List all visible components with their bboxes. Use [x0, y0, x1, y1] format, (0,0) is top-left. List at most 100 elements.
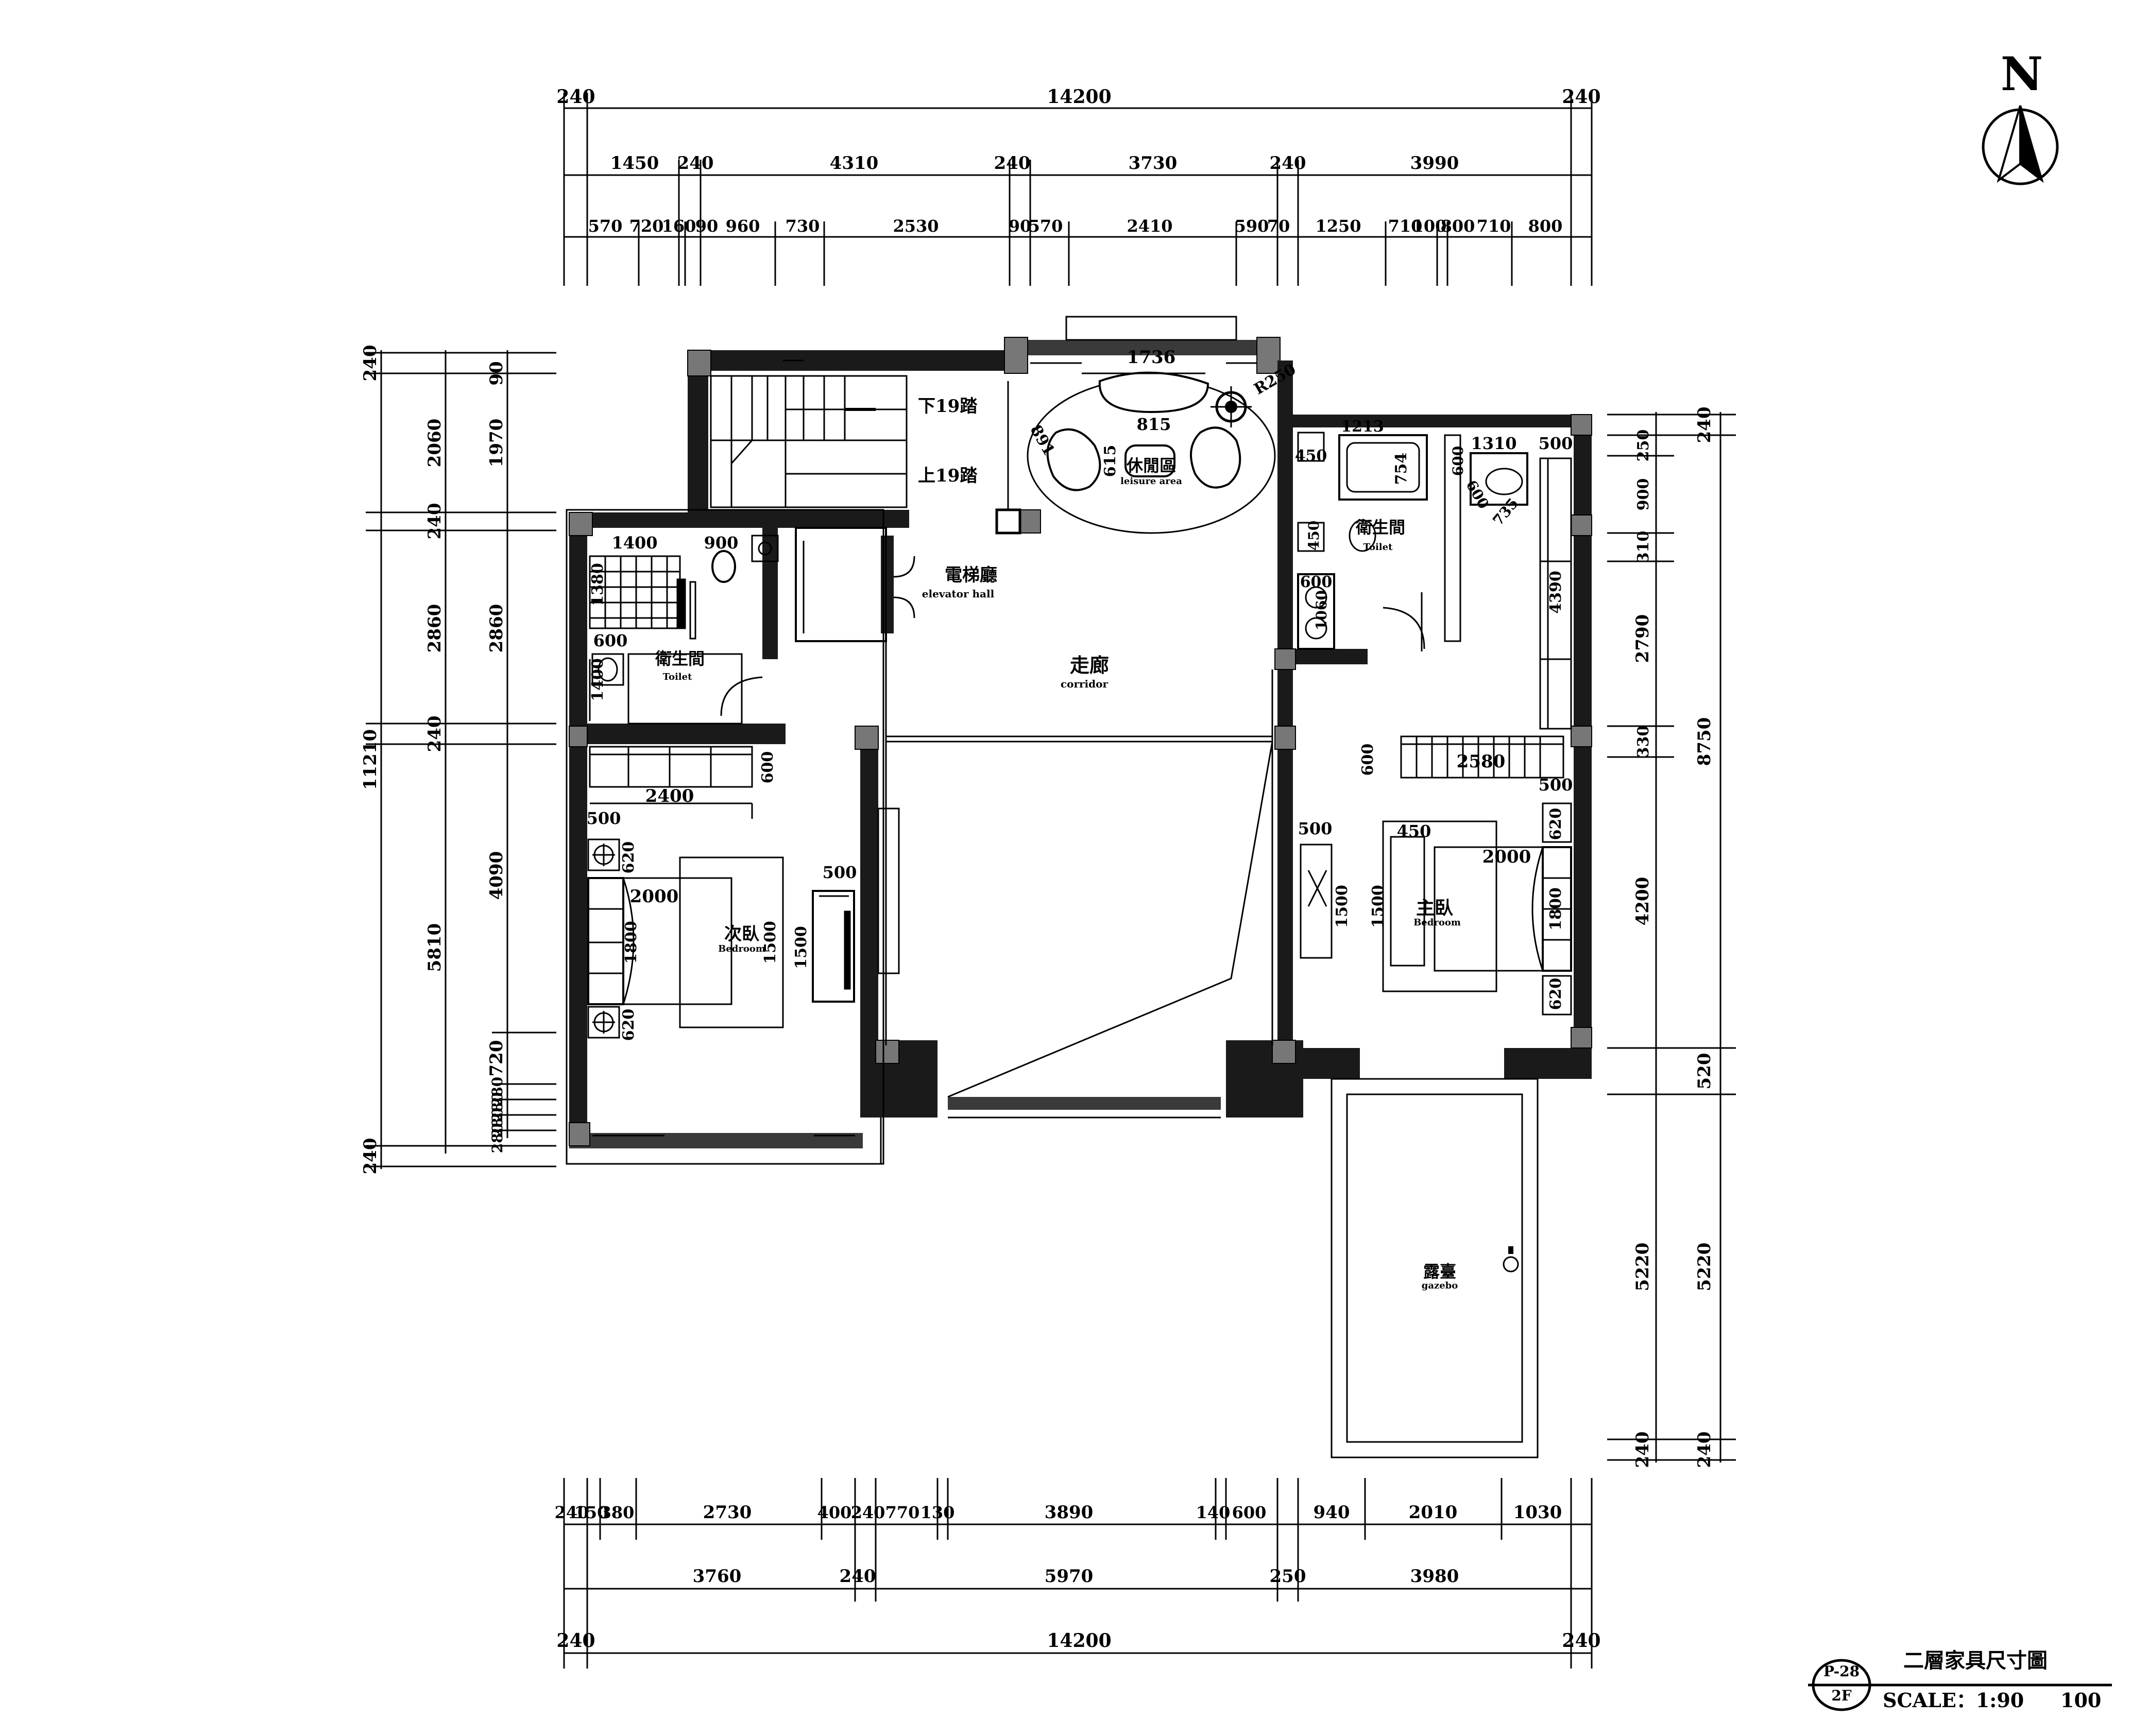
dim-label: 330 [1634, 726, 1652, 758]
dim-label: 600 [1359, 744, 1377, 776]
dim-label: 2730 [703, 1502, 752, 1523]
dim-label: 380 [600, 1503, 635, 1522]
dim-label: 240 [1270, 153, 1306, 174]
dim-label: 90 [1009, 216, 1032, 236]
dim-label: 800 [1441, 216, 1475, 236]
gazebo-label: 露臺 [1423, 1262, 1456, 1281]
dim-label: 240 [1562, 1630, 1600, 1652]
dim-label: 14200 [1047, 1630, 1111, 1652]
dim-label: 240 [424, 503, 445, 540]
toilet-left-label-en: Toilet [663, 672, 692, 682]
gazebo-label-en: gazebo [1422, 1280, 1458, 1291]
right-wardrobe [1400, 735, 1564, 779]
bottom-dimensions: 240 150 380 2730 400 240 770 130 3890 14… [555, 1478, 1601, 1669]
dim-label: 2580 [1457, 751, 1506, 772]
dim-label: 500 [587, 809, 621, 828]
walls [569, 316, 1592, 1148]
dim-label: 240 [360, 1138, 381, 1175]
dim-label: 4200 [1632, 877, 1653, 926]
corridor-label: 走廊 [1070, 654, 1109, 677]
dim-label: 754 [1392, 453, 1410, 485]
dim-label: 1213 [1341, 418, 1384, 436]
stair-up-label: 上19踏 [918, 466, 978, 486]
corridor-label-en: corridor [1061, 678, 1109, 690]
top-dimensions: 240 14200 240 1450 240 4310 240 3730 240… [556, 86, 1601, 286]
dim-label: 450 [1305, 521, 1322, 551]
dim-label: 2060 [424, 419, 445, 468]
dim-label: 1250 [1315, 216, 1361, 236]
drain-icon [1503, 1256, 1519, 1273]
dim-label: 600 [1232, 1503, 1267, 1522]
north-arrow-icon: N [1982, 47, 2059, 185]
dim-label: 2400 [645, 786, 694, 806]
dim-label: 160 [662, 216, 696, 236]
windows [592, 359, 1257, 1137]
dim-label: 620 [1547, 978, 1565, 1010]
dim-label: 2790 [1632, 614, 1653, 663]
dim-label: 2410 [1127, 216, 1172, 236]
dim-label: 240 [840, 1566, 876, 1587]
dim-label: 1400 [611, 533, 657, 553]
dim-label: 3990 [1410, 153, 1459, 174]
dim-label: 150 [574, 1503, 609, 1522]
dim-label: 1800 [1547, 887, 1565, 931]
dim-label: 3890 [1045, 1502, 1094, 1523]
dim-label: 450 [1397, 821, 1431, 841]
dim-label: 240 [1694, 1432, 1715, 1468]
dim-label: 5220 [1632, 1243, 1653, 1292]
dim-label: 1970 [486, 419, 507, 468]
dim-label: 2530 [893, 216, 939, 236]
dim-label: 280 [489, 1077, 506, 1107]
dim-label: 240 [556, 1630, 595, 1652]
left-wardrobe [589, 746, 753, 819]
dim-label: 1450 [610, 153, 659, 174]
dim-label: 240 [1562, 86, 1600, 108]
master-bedroom-furniture [1300, 802, 1572, 1016]
master-bedroom-label-en: Bedroom [1413, 917, 1461, 928]
dim-label: 90 [486, 361, 507, 385]
dim-label: 3730 [1129, 153, 1178, 174]
dim-label: 280 [489, 1092, 506, 1122]
scale-value: 100 [2060, 1689, 2101, 1712]
dim-label: 4090 [486, 851, 507, 900]
dim-label: 3760 [693, 1566, 742, 1587]
dim-label: 4390 [1547, 571, 1565, 614]
dim-label: 2000 [630, 886, 679, 907]
dim-label: 100 [1412, 216, 1447, 236]
dim-label: 2860 [486, 604, 507, 653]
dim-label: 500 [1539, 434, 1573, 453]
dim-label: 400 [817, 1503, 852, 1522]
dim-label: 2000 [1482, 847, 1531, 867]
dim-label: 900 [1634, 478, 1652, 511]
dim-label: 600 [1450, 446, 1467, 476]
dim-label: 1736 [1127, 347, 1176, 368]
left-dimensions: 240 2060 240 2860 240 11210 5810 240 90 … [360, 345, 556, 1175]
toilet-left-label: 衛生間 [655, 649, 705, 668]
dim-label: 130 [920, 1503, 955, 1522]
dim-label: 11210 [360, 729, 381, 790]
toilet-right-label: 衛生間 [1355, 518, 1405, 537]
elevator-hall-label: 電梯廳 [945, 565, 997, 586]
right-toilet-fixtures [1297, 432, 1528, 651]
leisure-area-furniture [1027, 371, 1276, 534]
dim-label: 240 [1694, 407, 1715, 443]
dim-label: 450 [1295, 447, 1327, 465]
dim-label: 710 [1388, 216, 1423, 236]
dim-label: 570 [1029, 216, 1063, 236]
dim-label: 600 [1300, 573, 1333, 591]
dim-label: 5970 [1045, 1566, 1094, 1587]
right-dimensions: 240 8750 520 5220 240 250 900 310 2790 3… [1607, 407, 1736, 1468]
dim-label: 1800 [622, 921, 640, 964]
bedroom2-furniture [587, 807, 900, 1039]
dim-label: 8750 [1694, 717, 1715, 766]
dim-label: 500 [1539, 775, 1573, 795]
dim-label: 960 [726, 216, 760, 236]
dim-label: 70 [1267, 216, 1290, 236]
dim-label: 620 [620, 841, 638, 874]
dim-label: 240 [555, 1503, 589, 1522]
dim-label: 240 [994, 153, 1031, 174]
stair-down-label: 下19踏 [918, 396, 978, 417]
dim-label: 240 [424, 716, 445, 752]
dim-label: 720 [629, 216, 664, 236]
dim-label: 600 [759, 751, 777, 784]
